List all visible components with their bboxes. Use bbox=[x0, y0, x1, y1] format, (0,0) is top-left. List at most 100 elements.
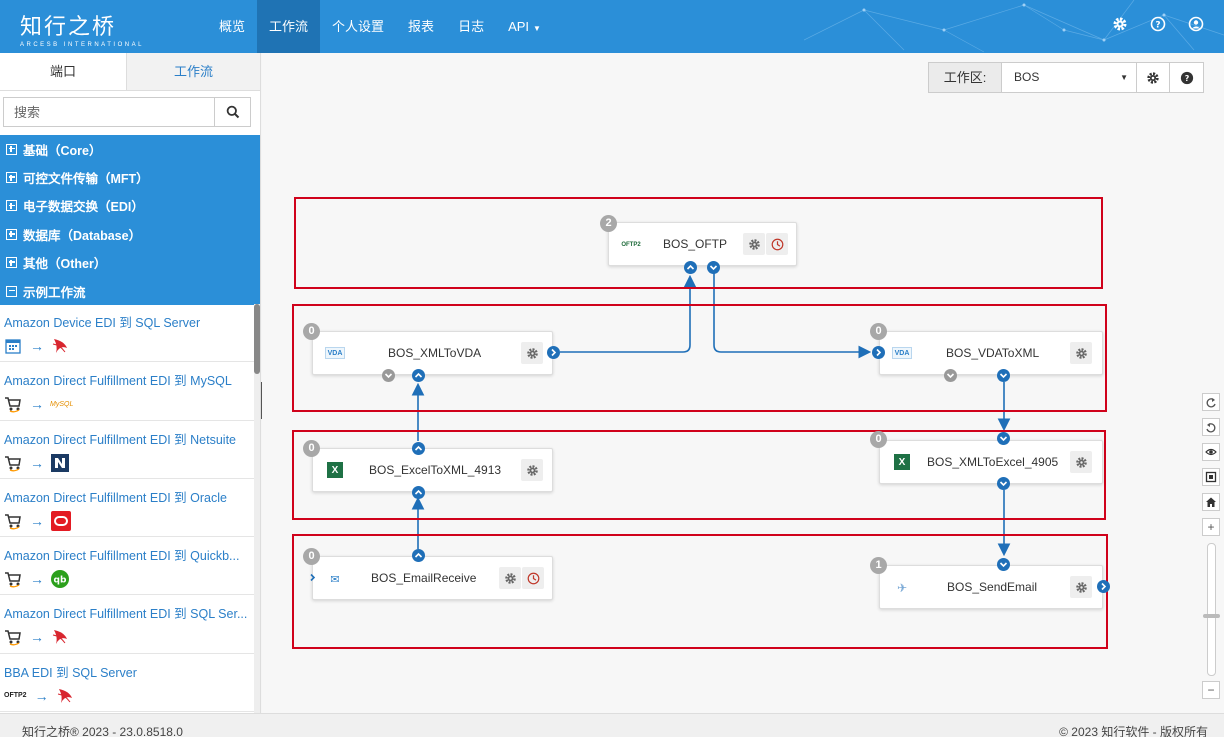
input-port-left[interactable] bbox=[306, 571, 319, 584]
zoom-in-button[interactable]: + bbox=[1202, 518, 1220, 536]
list-item[interactable]: Amazon Direct Fulfillment EDI 到 MySQL → … bbox=[0, 362, 254, 421]
input-port-right[interactable] bbox=[872, 346, 885, 359]
nav-logs[interactable]: 日志 bbox=[458, 19, 485, 34]
zoom-slider[interactable] bbox=[1207, 543, 1216, 676]
arrow-icon: → bbox=[30, 454, 44, 471]
preview-button[interactable] bbox=[1202, 443, 1220, 461]
cart-icon bbox=[5, 572, 21, 588]
list-item[interactable]: Amazon Direct Fulfillment EDI 到 Quickb..… bbox=[0, 537, 254, 596]
output-port-down[interactable] bbox=[707, 261, 720, 274]
output-port-right[interactable] bbox=[1097, 580, 1110, 593]
category-other[interactable]: 其他（Other） bbox=[0, 249, 260, 277]
node-settings-button[interactable] bbox=[1070, 576, 1092, 598]
node-settings-button[interactable] bbox=[1070, 342, 1092, 364]
node-settings-button[interactable] bbox=[521, 342, 543, 364]
zoom-out-button[interactable]: − bbox=[1202, 681, 1220, 699]
category-database[interactable]: 数据库（Database） bbox=[0, 220, 260, 248]
workspace-settings-button[interactable] bbox=[1137, 63, 1170, 92]
zoom-out-icon: − bbox=[1207, 683, 1215, 697]
sqlserver-icon bbox=[52, 630, 67, 645]
chevron-right-icon bbox=[310, 573, 316, 582]
chevron-down-icon bbox=[384, 373, 393, 379]
workspace-help-button[interactable]: ? bbox=[1170, 63, 1203, 92]
node-schedule-button[interactable] bbox=[766, 233, 788, 255]
list-item[interactable]: Amazon Direct Fulfillment EDI 到 SQL Ser.… bbox=[0, 595, 254, 654]
sidebar-scrollbar[interactable] bbox=[254, 304, 260, 713]
scrollbar-thumb[interactable] bbox=[254, 304, 260, 374]
zoom-in-icon: + bbox=[1207, 520, 1215, 534]
gear-icon bbox=[526, 464, 538, 476]
category-mft[interactable]: 可控文件传输（MFT） bbox=[0, 163, 260, 191]
output-port-up[interactable] bbox=[412, 549, 425, 562]
node-count-badge: 0 bbox=[870, 323, 887, 340]
logo-subtext: ARCESB INTERNATIONAL bbox=[20, 42, 144, 48]
input-port-up[interactable] bbox=[412, 369, 425, 382]
calendar-icon bbox=[5, 339, 21, 354]
gear-icon bbox=[1075, 347, 1087, 359]
output-port-down[interactable] bbox=[997, 369, 1010, 382]
node-bos-xmltovda[interactable]: VDA BOS_XMLToVDA bbox=[312, 331, 553, 375]
input-port-up[interactable] bbox=[412, 486, 425, 499]
node-bos-emailreceive[interactable]: ✉ BOS_EmailReceive bbox=[312, 556, 553, 600]
node-settings-button[interactable] bbox=[499, 567, 521, 589]
error-port[interactable] bbox=[382, 369, 395, 382]
list-item[interactable]: Amazon Direct Fulfillment EDI 到 Netsuite… bbox=[0, 421, 254, 479]
nav-reports[interactable]: 报表 bbox=[408, 19, 435, 34]
node-settings-button[interactable] bbox=[1070, 451, 1092, 473]
workspace-dropdown[interactable]: BOS▼ bbox=[1002, 63, 1137, 92]
undo-button[interactable] bbox=[1202, 418, 1220, 436]
expand-icon bbox=[6, 172, 17, 184]
fit-view-button[interactable] bbox=[1202, 468, 1220, 486]
node-count-badge: 1 bbox=[870, 557, 887, 574]
version-text: 知行之桥® 2023 - 23.0.8518.0 bbox=[22, 725, 183, 737]
search-button[interactable] bbox=[214, 97, 251, 127]
input-port-down[interactable] bbox=[997, 432, 1010, 445]
category-core[interactable]: 基础（Core） bbox=[0, 135, 260, 163]
input-port-down[interactable] bbox=[997, 558, 1010, 571]
nav-workflow[interactable]: 工作流 bbox=[257, 0, 321, 53]
arrow-icon: → bbox=[34, 687, 49, 704]
help-icon[interactable]: ? bbox=[1150, 16, 1166, 32]
workflow-title: Amazon Direct Fulfillment EDI 到 Quickb..… bbox=[4, 549, 240, 564]
list-item[interactable]: Amazon Device EDI 到 SQL Server → bbox=[0, 304, 254, 363]
sqlserver-icon bbox=[57, 688, 72, 703]
node-bos-sendemail[interactable]: ✈ BOS_SendEmail bbox=[879, 565, 1103, 609]
workspace-label: 工作区: bbox=[929, 63, 1002, 92]
logo[interactable]: 知行之桥 ARCESB INTERNATIONAL bbox=[20, 9, 144, 48]
workflow-title: Amazon Direct Fulfillment EDI 到 MySQL bbox=[4, 374, 232, 389]
category-label: 电子数据交换（EDI） bbox=[23, 200, 144, 215]
output-port-up[interactable] bbox=[412, 442, 425, 455]
nav-overview[interactable]: 概览 bbox=[219, 19, 246, 34]
category-edi[interactable]: 电子数据交换（EDI） bbox=[0, 192, 260, 220]
output-port-down[interactable] bbox=[997, 477, 1010, 490]
nav-api[interactable]: API▼ bbox=[496, 0, 553, 53]
category-label: 基础（Core） bbox=[23, 143, 102, 158]
redo-button[interactable] bbox=[1202, 393, 1220, 411]
node-settings-button[interactable] bbox=[521, 459, 543, 481]
tab-workflows[interactable]: 工作流 bbox=[127, 53, 260, 90]
error-port[interactable] bbox=[944, 369, 957, 382]
output-port-right[interactable] bbox=[547, 346, 560, 359]
nav-settings[interactable]: 个人设置 bbox=[332, 19, 385, 34]
search-icon bbox=[226, 105, 239, 119]
node-bos-oftp[interactable]: OFTP2 BOS_OFTP bbox=[608, 222, 797, 266]
node-bos-vdatoxml[interactable]: VDA BOS_VDAToXML bbox=[879, 331, 1103, 375]
tab-ports[interactable]: 端口 bbox=[0, 53, 127, 90]
home-button[interactable] bbox=[1202, 493, 1220, 511]
search-input[interactable] bbox=[3, 97, 214, 127]
node-schedule-button[interactable] bbox=[522, 567, 544, 589]
output-port-up[interactable] bbox=[684, 261, 697, 274]
cart-icon bbox=[5, 455, 21, 472]
node-bos-xmltoexcel[interactable]: X BOS_XMLToExcel_4905 bbox=[879, 440, 1103, 484]
user-icon[interactable] bbox=[1188, 16, 1204, 32]
node-settings-button[interactable] bbox=[743, 233, 765, 255]
list-item[interactable]: BBA EDI 到 SQL Server OFTP2 → bbox=[0, 654, 254, 713]
list-item[interactable]: Amazon Direct Fulfillment EDI 到 Oracle → bbox=[0, 479, 254, 538]
node-bos-exceltoxml[interactable]: X BOS_ExcelToXML_4913 bbox=[312, 448, 553, 492]
gear-icon bbox=[748, 238, 760, 250]
zoom-slider-knob[interactable] bbox=[1203, 614, 1220, 618]
cart-icon bbox=[5, 514, 21, 530]
node-count-badge: 0 bbox=[303, 323, 320, 340]
gear-icon[interactable] bbox=[1112, 16, 1128, 32]
category-example-workflows[interactable]: 示例工作流 bbox=[0, 277, 260, 305]
